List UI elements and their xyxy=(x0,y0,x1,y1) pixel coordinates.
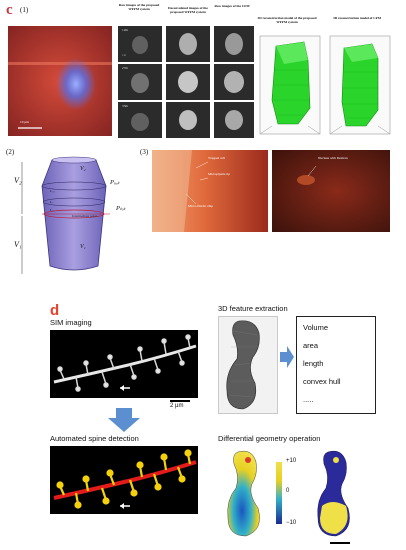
feature-extraction-title: 3D feature extraction xyxy=(218,304,288,313)
down-arrow-icon xyxy=(104,408,144,432)
feature-item: length xyxy=(303,359,324,368)
deconv-slice-35 xyxy=(166,102,210,138)
deconv-slice-12 xyxy=(166,26,210,62)
pipette-diagram: V₂ V₁ V₂ V₁ Pₒᵤₜ Pₜₒₜ Intermediate point… xyxy=(14,156,134,278)
raw-wffm-slice-12: 12th 1st xyxy=(118,26,162,62)
fluorescence-image: 10 µm xyxy=(8,26,112,136)
feature-item: convex hull xyxy=(303,377,341,386)
scale-bar-2um xyxy=(170,400,190,402)
diff-geometry-title: Differential geometry operation xyxy=(218,434,321,443)
3d-model-wffm xyxy=(258,30,322,138)
raw-wffm-slice-27: 27th xyxy=(118,64,162,100)
spine-3d-render xyxy=(218,316,278,414)
raw-wffm-slice-35: 35th xyxy=(118,102,162,138)
colorbar-tick: −10 xyxy=(286,520,297,526)
colorbar xyxy=(276,462,282,524)
scale-bar xyxy=(330,542,350,544)
feature-item: ..... xyxy=(303,395,314,404)
feature-item: Volume xyxy=(303,323,329,332)
scale-bar-2um-label: 2 µm xyxy=(170,403,184,409)
deconv-slice-27 xyxy=(166,64,210,100)
col-header-raw-wffm: Raw images of the proposed WFFM system xyxy=(118,3,160,11)
sim-imaging-title: SIM imaging xyxy=(50,318,92,327)
colorbar-tick: 0 xyxy=(286,488,290,494)
col-header-3d-wffm: 3D reconstruction model of the proposed … xyxy=(257,16,317,24)
subpanel-label-3: (3) xyxy=(140,148,149,156)
cfm-slice-12 xyxy=(214,26,254,62)
col-header-3d-cfm: 3D reconstruction model of CFM xyxy=(333,16,381,20)
scale-bar-label: 10 µm xyxy=(20,120,29,124)
subpanel-label-2: (2) xyxy=(6,148,15,156)
col-header-raw-cfm: Raw images of the CFM xyxy=(214,4,250,8)
feature-item: area xyxy=(303,341,319,350)
panel-letter-c: c xyxy=(6,2,13,18)
cfm-slice-27 xyxy=(214,64,254,100)
col-header-deconv-wffm: Deconvoluted images of the proposed WFFM… xyxy=(168,6,208,14)
sim-image xyxy=(50,330,198,398)
right-arrow-icon xyxy=(280,346,294,368)
3d-model-cfm xyxy=(328,30,392,138)
feature-list-box: Volume area length convex hull ..... xyxy=(296,316,376,414)
subpanel-label-1: (1) xyxy=(20,6,29,14)
trapped-cell-photo: Trapped cell Micropipette tip Micro-flui… xyxy=(152,150,268,232)
curvature-mesh-color xyxy=(222,448,274,538)
spine-detection-image xyxy=(50,446,198,514)
panel-letter-d: d xyxy=(50,302,60,319)
nucleus-photo: Nucleus with Dextran xyxy=(272,150,390,232)
curvature-mesh-segmented xyxy=(312,448,362,538)
cfm-slice-35 xyxy=(214,102,254,138)
colorbar-tick: +10 xyxy=(286,458,297,464)
spine-detection-title: Automated spine detection xyxy=(50,434,139,443)
